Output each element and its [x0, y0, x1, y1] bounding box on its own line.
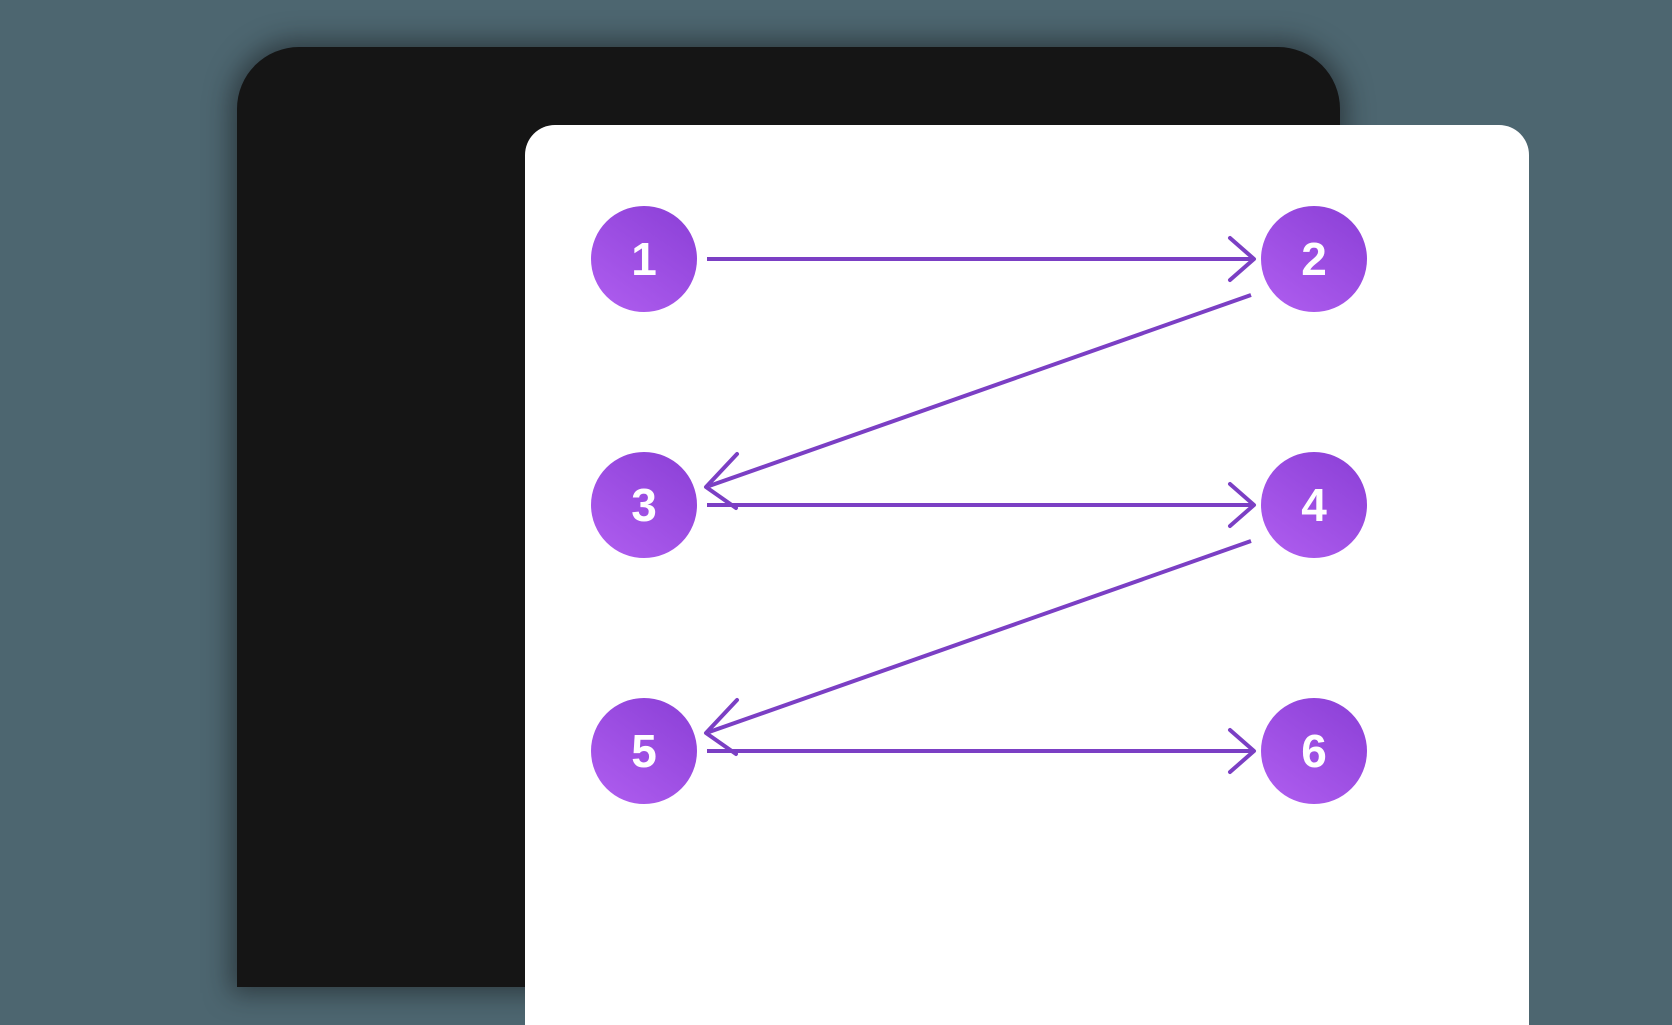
edge-5-to-6-arrowhead — [1228, 728, 1256, 774]
node-2-label: 2 — [1301, 233, 1327, 285]
screenshot-stage: 1 2 3 4 5 6 — [237, 47, 1529, 1025]
node-4-label: 4 — [1301, 479, 1327, 531]
node-3[interactable]: 3 — [591, 452, 697, 558]
edge-1-to-2 — [707, 236, 1256, 282]
edge-4-to-5-arrowhead — [704, 698, 739, 756]
edge-1-to-2-arrowhead — [1228, 236, 1256, 282]
edge-2-to-3 — [704, 293, 1252, 510]
node-6-label: 6 — [1301, 725, 1327, 777]
edge-4-to-5-line — [708, 539, 1252, 734]
node-3-label: 3 — [631, 479, 657, 531]
device-frame: 1 2 3 4 5 6 — [237, 47, 1529, 1025]
edge-5-to-6 — [707, 728, 1256, 774]
node-1[interactable]: 1 — [591, 206, 697, 312]
edge-2-to-3-line — [708, 293, 1252, 488]
node-1-label: 1 — [631, 233, 657, 285]
device-screen: 1 2 3 4 5 6 — [525, 125, 1529, 1025]
edge-3-to-4-arrowhead — [1228, 482, 1256, 528]
edge-4-to-5 — [704, 539, 1252, 756]
node-2[interactable]: 2 — [1261, 206, 1367, 312]
node-6[interactable]: 6 — [1261, 698, 1367, 804]
node-5[interactable]: 5 — [591, 698, 697, 804]
edge-2-to-3-arrowhead — [704, 452, 739, 510]
node-5-label: 5 — [631, 725, 657, 777]
edge-3-to-4 — [707, 482, 1256, 528]
node-4[interactable]: 4 — [1261, 452, 1367, 558]
